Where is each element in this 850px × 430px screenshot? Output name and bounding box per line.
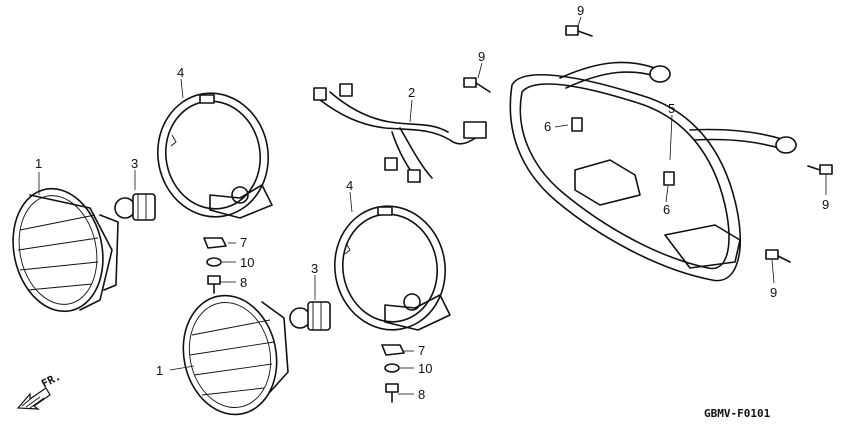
callout-3-lower: 3 — [311, 261, 318, 276]
callout-7-lower: 7 — [418, 343, 425, 358]
bulb-lower — [289, 301, 331, 331]
bolt-lower — [385, 383, 399, 403]
callout-6-left: 6 — [544, 119, 551, 134]
headlight-case-upper — [156, 92, 273, 219]
bolt-upper — [207, 275, 221, 294]
front-direction-indicator: FR. — [16, 370, 63, 410]
callout-2: 2 — [408, 85, 415, 100]
leader-lines — [38, 16, 827, 395]
washer-lower — [384, 363, 400, 373]
callout-5: 5 — [668, 101, 675, 116]
callout-8-upper: 8 — [240, 275, 247, 290]
callout-9-right: 9 — [822, 197, 829, 212]
washer-upper — [206, 257, 222, 267]
callout-labels: 1 1 2 3 3 4 4 5 6 6 7 7 8 8 9 9 9 9 10 1… — [35, 3, 829, 402]
headlight-lower — [182, 294, 289, 416]
callout-9-mid: 9 — [478, 49, 485, 64]
headlight-case-lower — [333, 205, 451, 331]
callout-10-lower: 10 — [418, 361, 432, 376]
callout-3-upper: 3 — [131, 156, 138, 171]
callout-1-lower: 1 — [156, 363, 163, 378]
callout-4-upper: 4 — [177, 65, 184, 80]
headlight-stay — [509, 61, 797, 282]
callout-6-right: 6 — [663, 202, 670, 217]
callout-10-upper: 10 — [240, 255, 254, 270]
callout-4-lower: 4 — [346, 178, 353, 193]
bolt-bottom-right — [765, 249, 791, 263]
callout-9-bottom: 9 — [770, 285, 777, 300]
wire-harness — [313, 83, 487, 183]
diagram-code: GBMV-F0101 — [704, 407, 771, 420]
front-label: FR. — [39, 370, 63, 391]
headlight-upper — [12, 187, 119, 313]
callout-9-top: 9 — [577, 3, 584, 18]
front-arrow-icon — [16, 387, 51, 410]
clip-nut-lower — [381, 344, 405, 356]
callout-7-upper: 7 — [240, 235, 247, 250]
bolt-mid — [463, 77, 491, 93]
callout-1-upper: 1 — [35, 156, 42, 171]
bulb-upper — [114, 193, 156, 221]
bolt-right — [807, 164, 833, 175]
callout-8-lower: 8 — [418, 387, 425, 402]
clip-nut-upper — [203, 237, 227, 249]
bolt-top — [565, 25, 593, 37]
